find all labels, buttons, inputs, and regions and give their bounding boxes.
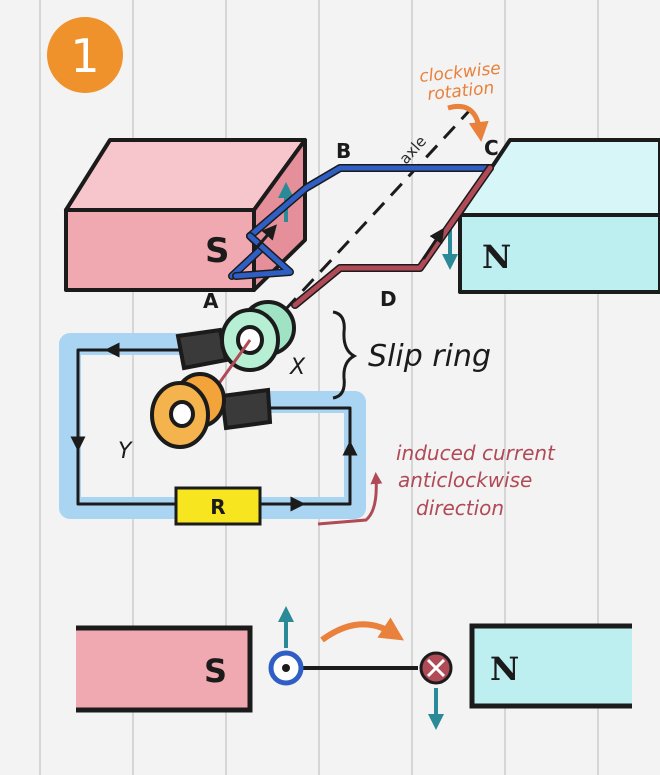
coil-label-b: B bbox=[336, 139, 351, 163]
current-into-page-icon bbox=[419, 651, 453, 685]
current-note-line3: direction bbox=[416, 496, 504, 520]
current-note-line2: anticlockwise bbox=[398, 468, 532, 492]
rotation-annotation: clockwise rotation bbox=[418, 59, 502, 142]
annotation-arrow-icon bbox=[317, 472, 383, 526]
cross-rotation-arrow-icon bbox=[320, 617, 405, 643]
current-out-of-page-icon bbox=[268, 650, 304, 686]
slip-ring-y bbox=[150, 372, 273, 449]
cross-north-label: N bbox=[490, 650, 519, 688]
step-badge-number: 1 bbox=[70, 29, 99, 83]
force-arrows bbox=[278, 182, 458, 270]
slip-ring-brace bbox=[332, 310, 358, 400]
coil-label-c: C bbox=[484, 136, 499, 160]
step-badge: 1 bbox=[47, 17, 123, 93]
axle-label: axle bbox=[396, 132, 430, 167]
north-magnet-label: N bbox=[482, 238, 511, 276]
cross-south-magnet bbox=[76, 625, 253, 713]
slip-ring-y-label: Y bbox=[118, 439, 133, 464]
current-note-line1: induced current bbox=[396, 441, 556, 465]
cross-south-label: S bbox=[204, 652, 227, 690]
south-magnet bbox=[64, 138, 307, 292]
coil-side-ab bbox=[228, 164, 494, 280]
south-magnet-label: S bbox=[205, 231, 230, 271]
circuit-highlight bbox=[59, 333, 366, 519]
axle-line bbox=[283, 108, 472, 312]
grid-lines bbox=[39, 0, 599, 775]
resistor-label: R bbox=[210, 495, 225, 519]
slip-ring-label: Slip ring bbox=[368, 339, 491, 374]
cross-section-view: S N bbox=[76, 606, 632, 730]
external-circuit-wire bbox=[70, 342, 358, 512]
cross-north-magnet bbox=[469, 623, 632, 709]
slip-ring-x-label: X bbox=[289, 355, 306, 380]
north-magnet bbox=[458, 138, 660, 294]
induced-current-annotation: induced current anticlockwise direction bbox=[317, 441, 556, 526]
coil-label-a: A bbox=[203, 289, 219, 313]
coil-label-d: D bbox=[380, 287, 397, 311]
rotation-arrow-icon bbox=[447, 104, 489, 142]
coil-side-cd bbox=[291, 164, 494, 309]
resistor: R bbox=[174, 486, 262, 526]
